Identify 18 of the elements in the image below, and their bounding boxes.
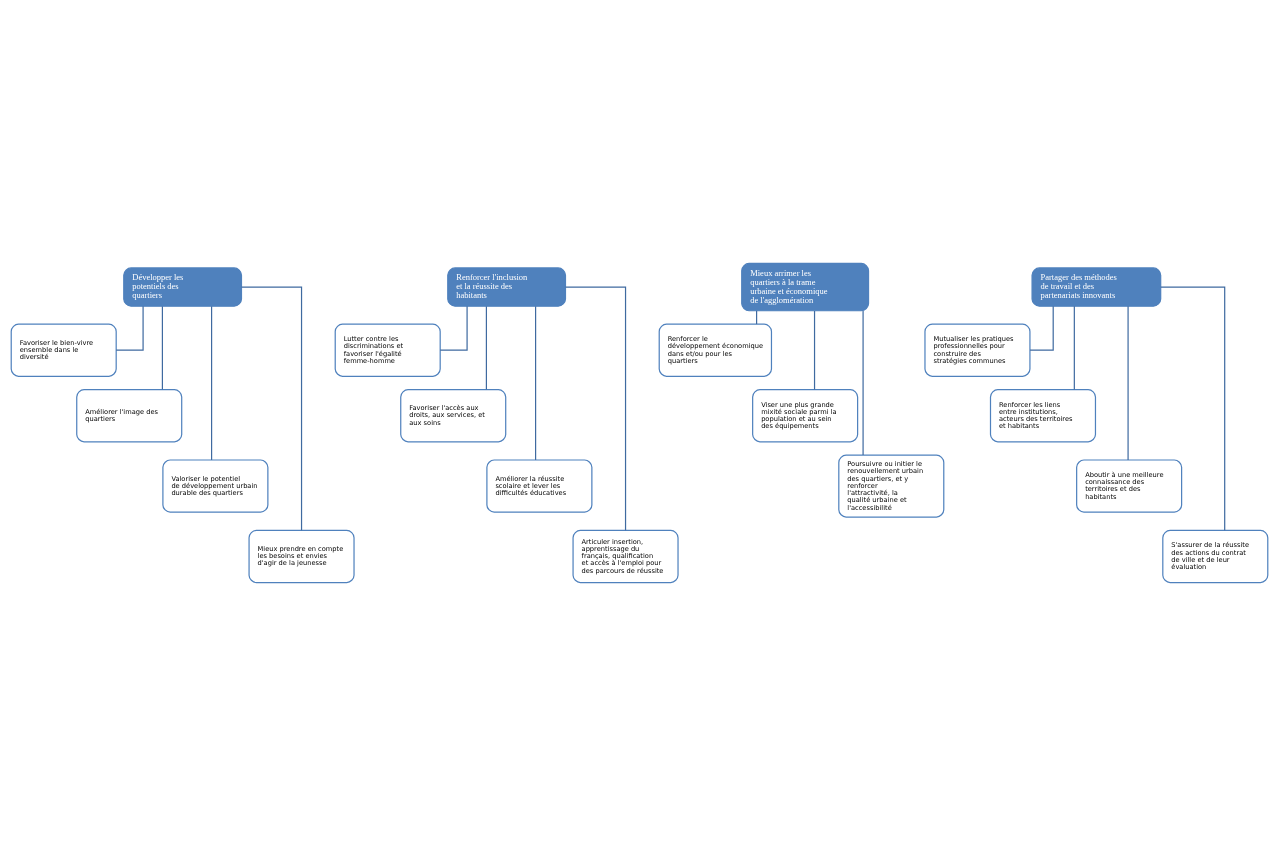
connector [1160,286,1226,531]
connector [1127,305,1129,461]
connector [439,305,468,351]
connector [1029,305,1054,351]
connector [1073,305,1075,390]
node-box: Mieux arrimer les quartiers à la trame urbaine et économique de l'agglomération [741,262,870,312]
connector [535,305,537,461]
node-box: Développer les potentiels des quartiers [123,267,243,307]
connector [564,286,627,531]
connector [813,310,816,391]
connector [211,305,213,461]
node-box: Partager des méthodes de travail et des partenariats innovants [1031,267,1162,307]
connector [862,310,864,456]
node-box: Renforcer l'inclusion et la réussite des habitants [447,267,567,307]
connector [115,305,144,351]
connector [240,286,303,531]
connector [161,305,163,390]
connector [485,305,487,390]
